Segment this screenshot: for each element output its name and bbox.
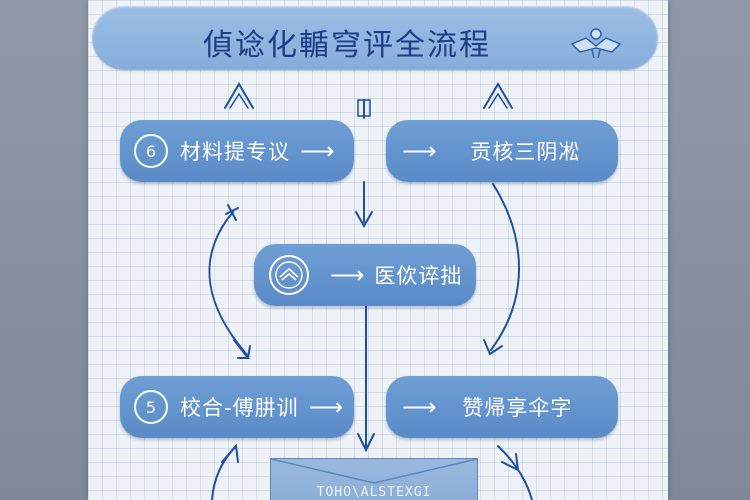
arrow-right-icon: ⟶ [402,393,437,421]
ribbon-icon [570,28,622,59]
arrow-up-left-inner [229,92,249,109]
pen-head-icon [357,99,371,117]
left-margin [0,0,88,500]
node-4-label: 校合-傅肼训 [180,396,299,420]
arrow-down-right-icon [483,339,503,356]
node-2-label: 贡核三阴凇 [470,140,581,164]
arrow-up-right-inner [488,92,508,109]
node-3[interactable]: ⟶ 医佽谇拙 [254,244,476,306]
left-curve [208,211,249,357]
arrow-bottom-right-icon [501,453,520,472]
envelope[interactable]: TOHO\ALSTEXGI [270,458,478,500]
arrow-right-icon: ⟶ [300,137,335,165]
envelope-icon [271,459,477,484]
bottom-right-curve [497,445,533,500]
envelope-text: TOHO\ALSTEXGI [316,485,432,500]
arrow-down-center-1-icon [355,211,373,229]
arrow-up-right-icon [483,82,513,109]
page-title: 偵谂化輴穹评全流程 [203,28,491,63]
arrow-right-icon: ⟶ [402,137,437,165]
seal-icon [269,255,309,295]
arrow-right-icon: ⟶ [308,393,343,421]
diagram-sheet: 偵谂化輴穹评全流程 6 材料提专议 ⟶ ⟶ 贡核三阴凇 ⟶ 医佽谇拙 5 校合-… [88,0,668,500]
arrow-down-left-icon [233,339,251,359]
arrow-up-left-icon [224,82,254,109]
right-margin [668,0,750,500]
node-5-label: 赞帰享伞字 [462,396,573,420]
left-curve-tick-2 [227,204,237,221]
node-3-label: 医佽谇拙 [374,264,463,288]
arrow-bottom-left-icon [221,443,239,463]
title-banner: 偵谂化輴穹评全流程 [92,6,658,70]
node-4[interactable]: 5 校合-傅肼训 ⟶ [120,376,354,438]
node-1-label: 材料提专议 [180,140,290,164]
connector-lines [208,82,533,500]
node-4-badge: 5 [134,390,168,424]
arrow-right-icon: ⟶ [330,261,365,289]
node-1-badge: 6 [134,134,168,168]
node-2[interactable]: ⟶ 贡核三阴凇 [386,120,618,182]
arrow-down-center-2-icon [357,433,375,453]
bottom-left-curve [211,445,237,500]
node-1[interactable]: 6 材料提专议 ⟶ [120,120,354,182]
right-curve [490,183,520,351]
node-5[interactable]: ⟶ 赞帰享伞字 [386,376,618,438]
